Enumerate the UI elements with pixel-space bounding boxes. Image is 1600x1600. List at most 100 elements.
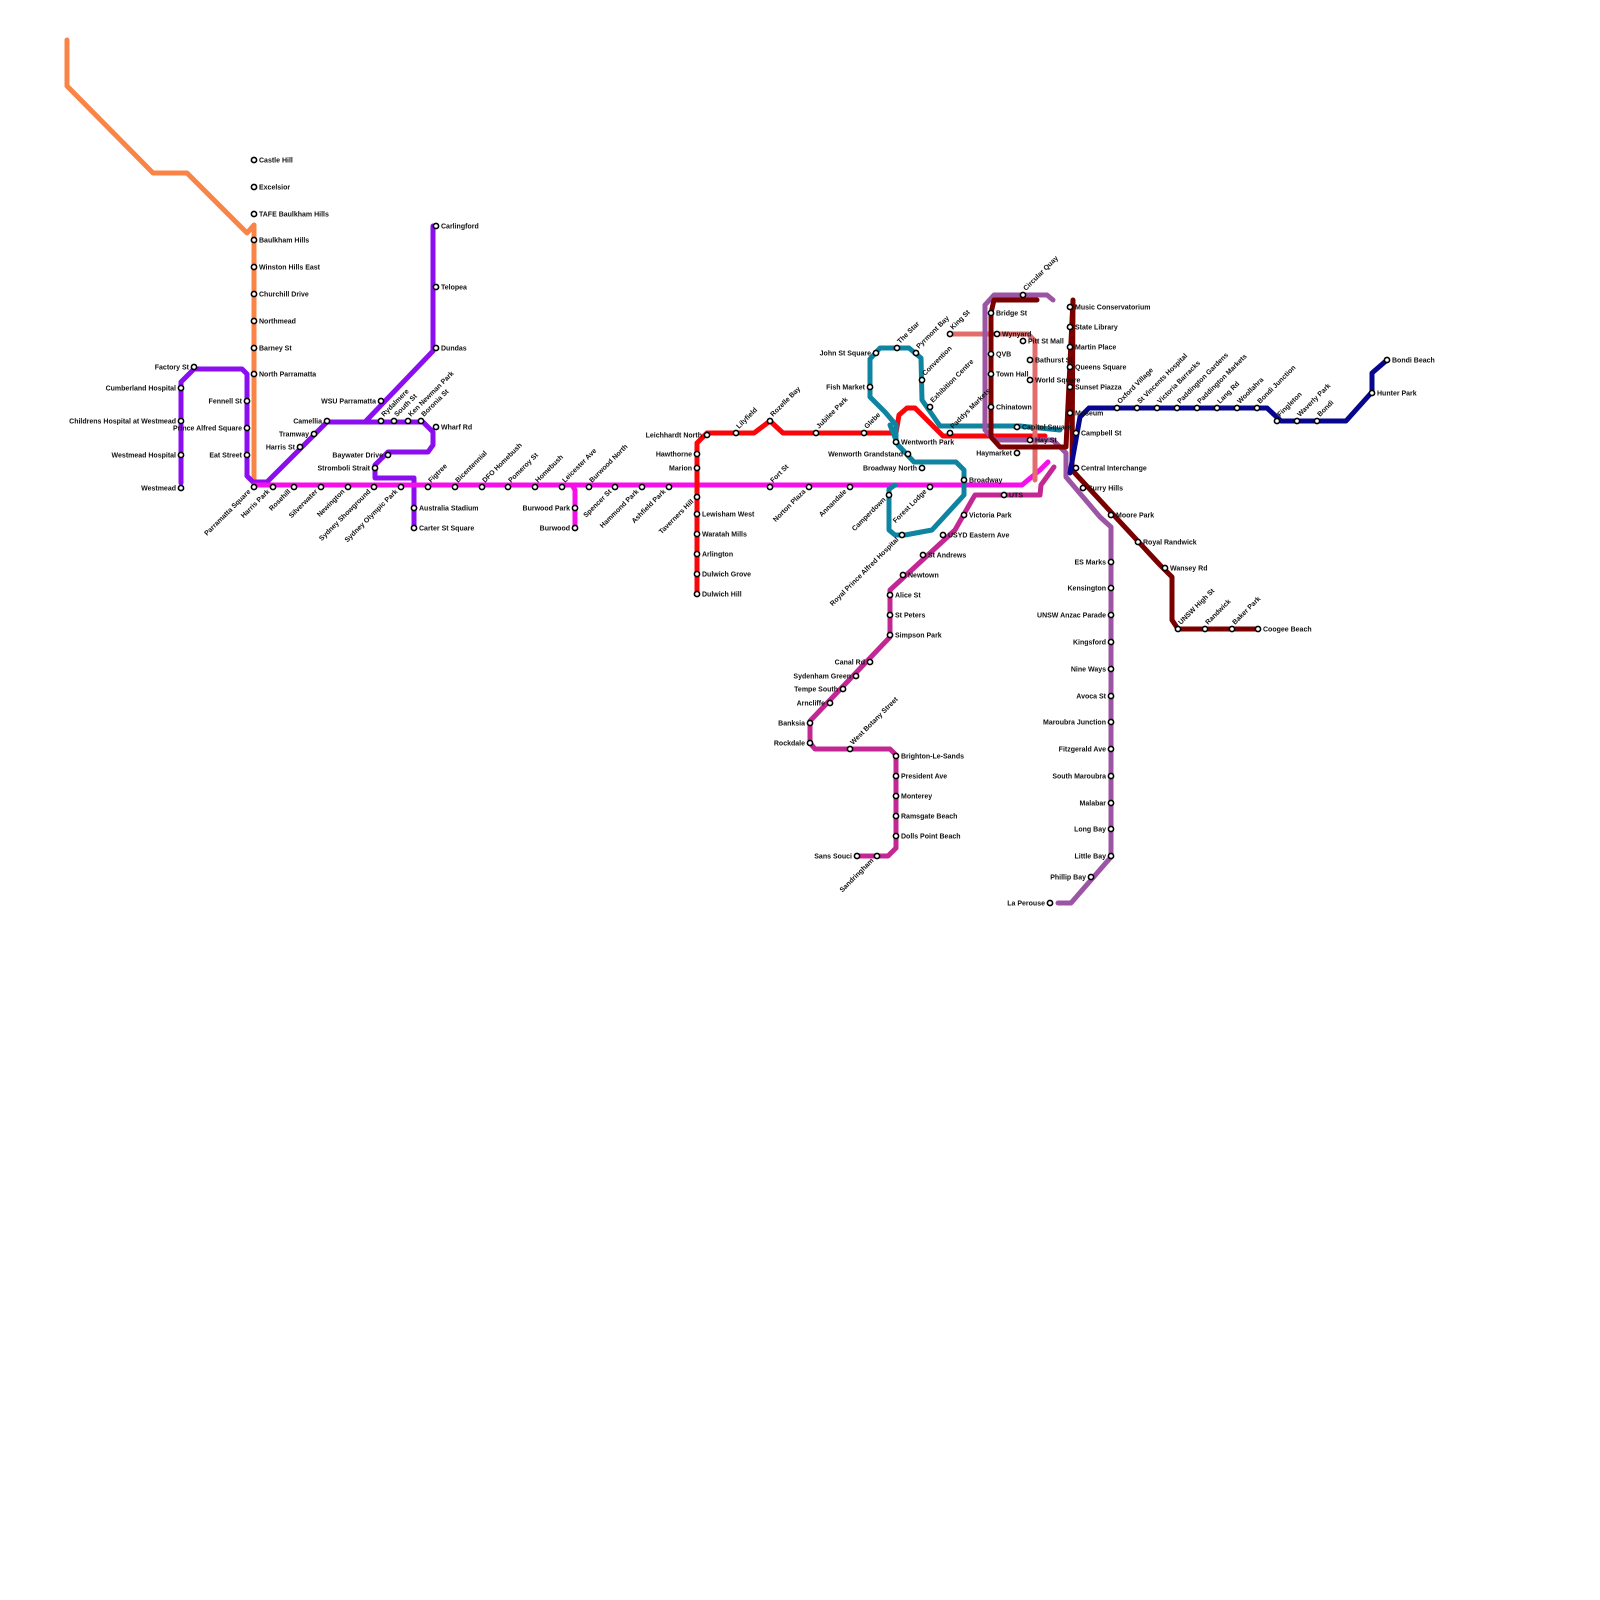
- station-marker[interactable]: [479, 484, 484, 489]
- station-marker[interactable]: [940, 532, 945, 537]
- station-marker[interactable]: [251, 211, 256, 216]
- station-pitt-st-mall[interactable]: Pitt St Mall: [1020, 338, 1063, 345]
- station-usyd-eastern-ave[interactable]: USYD Eastern Ave: [940, 532, 1009, 539]
- station-marker[interactable]: [411, 525, 416, 530]
- station-marker[interactable]: [853, 673, 858, 678]
- station-prince-alfred-square[interactable]: Prince Alfred Square: [173, 425, 250, 432]
- station-marker[interactable]: [1214, 405, 1219, 410]
- station-marker[interactable]: [886, 492, 891, 497]
- station-westmead[interactable]: Westmead: [141, 485, 183, 492]
- station-marker[interactable]: [505, 484, 510, 489]
- station-banksia[interactable]: Banksia: [778, 720, 812, 727]
- station-westmead-hospital[interactable]: Westmead Hospital: [112, 452, 184, 459]
- station-marker[interactable]: [1067, 410, 1072, 415]
- station-marker[interactable]: [1108, 773, 1113, 778]
- station-marker[interactable]: [988, 310, 993, 315]
- station-marker[interactable]: [572, 505, 577, 510]
- station-marker[interactable]: [919, 377, 924, 382]
- station-marker[interactable]: [572, 525, 577, 530]
- station-marker[interactable]: [694, 531, 699, 536]
- station-la-perouse[interactable]: La Perouse: [1007, 900, 1052, 907]
- station-world-square[interactable]: World Square: [1027, 377, 1080, 384]
- station-marker[interactable]: [639, 484, 644, 489]
- station-marker[interactable]: [767, 418, 772, 423]
- station-marker[interactable]: [1073, 430, 1078, 435]
- station-marker[interactable]: [1384, 357, 1389, 362]
- station-marker[interactable]: [893, 753, 898, 758]
- station-marker[interactable]: [378, 398, 383, 403]
- station-marker[interactable]: [893, 793, 898, 798]
- station-marker[interactable]: [1020, 292, 1025, 297]
- station-marker[interactable]: [1014, 450, 1019, 455]
- station-marker[interactable]: [612, 484, 617, 489]
- station-marker[interactable]: [887, 612, 892, 617]
- station-hunter-park[interactable]: Hunter Park: [1369, 390, 1416, 397]
- station-sans-souci[interactable]: Sans Souci: [814, 853, 859, 860]
- station-marker[interactable]: [1175, 626, 1180, 631]
- station-marker[interactable]: [251, 184, 256, 189]
- station-marker[interactable]: [1088, 874, 1093, 879]
- station-es-marks[interactable]: ES Marks: [1074, 559, 1113, 566]
- station-marker[interactable]: [873, 350, 878, 355]
- station-marker[interactable]: [1108, 512, 1113, 517]
- station-moore-park[interactable]: Moore Park: [1108, 512, 1154, 519]
- station-marker[interactable]: [1274, 418, 1279, 423]
- station-marker[interactable]: [433, 223, 438, 228]
- station-marker[interactable]: [807, 720, 812, 725]
- station-marker[interactable]: [433, 345, 438, 350]
- station-marker[interactable]: [1027, 377, 1032, 382]
- station-marker[interactable]: [900, 572, 905, 577]
- station-marker[interactable]: [372, 465, 377, 470]
- station-marker[interactable]: [586, 484, 591, 489]
- station-marker[interactable]: [1154, 405, 1159, 410]
- station-burwood[interactable]: Burwood: [540, 525, 578, 532]
- station-marker[interactable]: [178, 385, 183, 390]
- station-marker[interactable]: [433, 424, 438, 429]
- station-marker[interactable]: [894, 345, 899, 350]
- station-marker[interactable]: [311, 431, 316, 436]
- station-music-conservatorium[interactable]: Music Conservatorium: [1067, 304, 1150, 311]
- station-marker[interactable]: [1114, 405, 1119, 410]
- station-coogee-beach[interactable]: Coogee Beach: [1255, 626, 1311, 633]
- station-long-bay[interactable]: Long Bay: [1074, 826, 1113, 833]
- station-john-st-square[interactable]: John St Square: [820, 350, 879, 357]
- station-tafe-baulkham-hills[interactable]: TAFE Baulkham Hills: [251, 211, 329, 218]
- station-jubilee-park[interactable]: Jubilee Park: [813, 396, 849, 435]
- station-kingsford[interactable]: Kingsford: [1073, 639, 1114, 646]
- station-marker[interactable]: [887, 632, 892, 637]
- station-marker[interactable]: [887, 592, 892, 597]
- station-wentworth-park[interactable]: Wentworth Park: [893, 439, 954, 446]
- station-sydney-showground[interactable]: Sydney Showground: [318, 484, 376, 542]
- station-excelsior[interactable]: Excelsior: [251, 184, 290, 191]
- station-carter-st-square[interactable]: Carter St Square: [411, 525, 474, 532]
- station-marker[interactable]: [418, 418, 423, 423]
- station-marker[interactable]: [733, 430, 738, 435]
- station-marker[interactable]: [920, 552, 925, 557]
- station-marker[interactable]: [244, 398, 249, 403]
- station-marker[interactable]: [1108, 853, 1113, 858]
- station-marker[interactable]: [947, 430, 952, 435]
- station-marker[interactable]: [251, 345, 256, 350]
- station-marker[interactable]: [1108, 693, 1113, 698]
- station-marker[interactable]: [1001, 492, 1006, 497]
- station-marker[interactable]: [251, 237, 256, 242]
- station-marker[interactable]: [893, 439, 898, 444]
- station-marker[interactable]: [1314, 418, 1319, 423]
- station-marker[interactable]: [847, 746, 852, 751]
- station-dolls-point-beach[interactable]: Dolls Point Beach: [893, 833, 960, 840]
- station-norton-plaza[interactable]: Norton Plaza: [772, 484, 811, 523]
- station-marker[interactable]: [452, 484, 457, 489]
- station-bondi-beach[interactable]: Bondi Beach: [1384, 357, 1434, 364]
- station-lewisham-west[interactable]: Lewisham West: [694, 511, 755, 518]
- station-marker[interactable]: [807, 740, 812, 745]
- station-marker[interactable]: [178, 452, 183, 457]
- station-marker[interactable]: [433, 284, 438, 289]
- station-marker[interactable]: [1073, 465, 1078, 470]
- station-taverners-hill[interactable]: Taverners Hill: [658, 494, 700, 535]
- station-marker[interactable]: [847, 484, 852, 489]
- station-marker[interactable]: [1254, 405, 1259, 410]
- station-convention[interactable]: Convention: [919, 345, 953, 382]
- station-marker[interactable]: [291, 484, 296, 489]
- station-sydney-olympic-park[interactable]: Sydney Olympic Park: [344, 484, 404, 544]
- station-kensington[interactable]: Kensington: [1068, 585, 1114, 592]
